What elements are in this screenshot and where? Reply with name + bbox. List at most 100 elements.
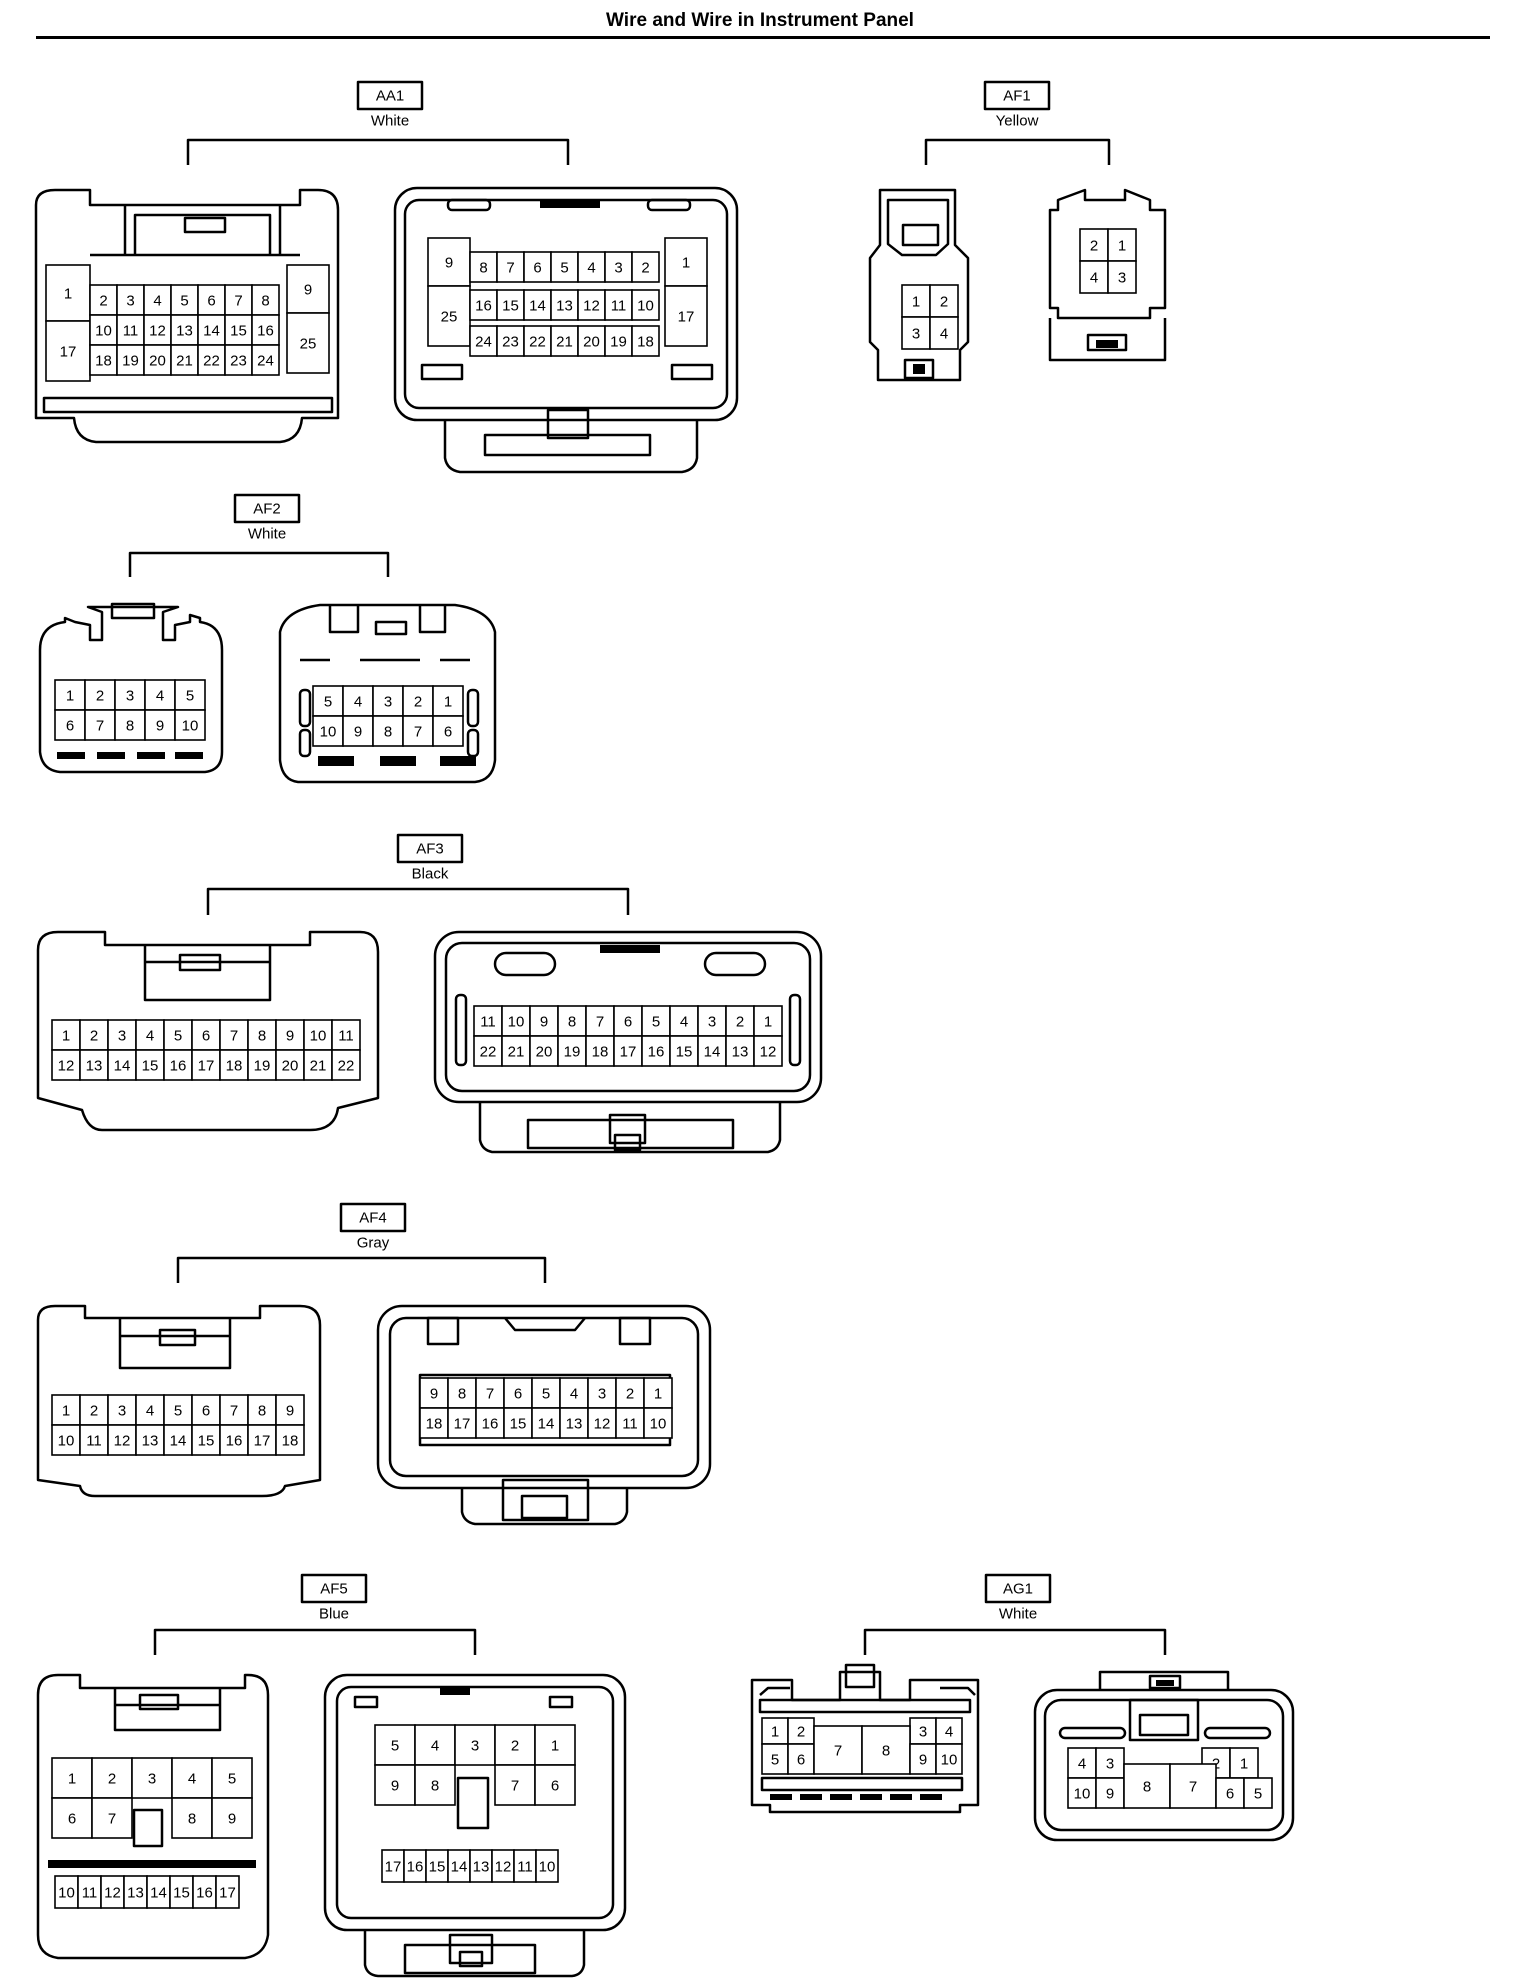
pin-cell (1079, 260, 1109, 294)
connector-id: AF2 (253, 501, 281, 518)
pin-number: 2 (96, 688, 104, 705)
page-title: Wire and Wire in Instrument Panel (606, 10, 914, 31)
pin-number: 4 (940, 326, 948, 343)
pin-number: 1 (68, 1771, 76, 1788)
pin-cell (275, 1424, 305, 1456)
pin-cell (286, 264, 330, 314)
pin-cell (247, 1049, 277, 1081)
pin-number: 22 (338, 1058, 355, 1075)
pin-cell (414, 1724, 456, 1766)
pin-cell (1095, 1747, 1125, 1779)
pin-number: 11 (480, 1014, 496, 1031)
pin-cell (535, 1849, 559, 1883)
pin-number: 1 (62, 1028, 70, 1045)
pin-number: 3 (614, 260, 622, 277)
pin-number: 14 (170, 1433, 187, 1450)
pin-number: 15 (429, 1859, 446, 1876)
pin-cell (664, 285, 708, 347)
pin-number: 8 (1143, 1779, 1151, 1796)
pin-cell (1229, 1747, 1259, 1779)
pin-number: 2 (940, 294, 948, 311)
pin-cell (529, 1005, 559, 1037)
pin-cell (585, 1035, 615, 1067)
pin-number: 3 (126, 688, 134, 705)
connector-id: AF4 (359, 1210, 387, 1227)
pin-number: 3 (118, 1403, 126, 1420)
pin-number: 6 (66, 718, 74, 735)
pin-number: 10 (320, 724, 337, 741)
pin-number: 10 (508, 1014, 525, 1031)
pin-number: 4 (156, 688, 164, 705)
pin-number: 7 (230, 1028, 238, 1045)
pin-number: 8 (126, 718, 134, 735)
pin-number: 3 (384, 694, 392, 711)
pin-number: 3 (919, 1724, 927, 1741)
pin-number: 12 (114, 1433, 131, 1450)
pin-cell (427, 285, 471, 347)
pin-cell (550, 289, 579, 321)
pin-number: 4 (945, 1724, 953, 1741)
connector-id: AG1 (1003, 1581, 1033, 1598)
pin-cell (1079, 228, 1109, 262)
pin-number: 9 (228, 1811, 236, 1828)
pin-number: 15 (502, 298, 519, 315)
pin-cell (577, 325, 606, 357)
pin-cell (144, 679, 176, 711)
pairing-bracket (863, 1628, 1167, 1655)
pin-cell (251, 344, 280, 376)
pin-number: 18 (226, 1058, 243, 1075)
pin-cell (613, 1035, 643, 1067)
pin-number: 19 (564, 1044, 581, 1061)
pin-number: 11 (82, 1885, 98, 1902)
pin-number: 1 (66, 688, 74, 705)
pin-number: 14 (114, 1058, 131, 1075)
pin-number: 11 (517, 1859, 533, 1876)
pin-cell (331, 1049, 361, 1081)
pin-number: 1 (771, 1724, 779, 1741)
connector-color: White (999, 1606, 1037, 1623)
pin-number: 9 (540, 1014, 548, 1031)
pin-number: 10 (637, 298, 654, 315)
pin-cell (331, 1019, 361, 1051)
pin-number: 7 (1189, 1779, 1197, 1796)
pin-number: 11 (622, 1416, 638, 1433)
pin-number: 21 (556, 334, 573, 351)
pin-number: 10 (1074, 1786, 1091, 1803)
pin-number: 2 (641, 260, 649, 277)
pin-number: 16 (475, 298, 492, 315)
pin-number: 14 (203, 323, 220, 340)
connector-color: Yellow (996, 113, 1039, 130)
pin-number: 13 (127, 1885, 144, 1902)
pin-number: 14 (529, 298, 546, 315)
pin-cell (447, 1407, 477, 1439)
pin-cell (631, 251, 660, 283)
pin-cell (641, 1035, 671, 1067)
pin-number: 2 (626, 1386, 634, 1403)
pin-cell (697, 1035, 727, 1067)
pin-cell (51, 1019, 81, 1051)
pin-cell (54, 679, 86, 711)
pin-cell (469, 289, 498, 321)
pin-number: 18 (282, 1433, 299, 1450)
pin-cell (211, 1757, 253, 1799)
pin-number: 19 (122, 353, 139, 370)
pin-number: 15 (230, 323, 247, 340)
connector-id-box (983, 80, 1051, 111)
pin-cell (475, 1407, 505, 1439)
pin-number: 12 (104, 1885, 121, 1902)
pin-number: 4 (146, 1403, 154, 1420)
pin-cell (557, 1005, 587, 1037)
pin-number: 1 (444, 694, 452, 711)
pin-number: 7 (234, 293, 242, 310)
pin-number: 25 (441, 309, 458, 326)
pin-cell (615, 1407, 645, 1439)
pin-cell (79, 1019, 109, 1051)
connector-id: AA1 (376, 88, 404, 105)
pin-number: 23 (230, 353, 247, 370)
pin-number: 4 (431, 1738, 439, 1755)
